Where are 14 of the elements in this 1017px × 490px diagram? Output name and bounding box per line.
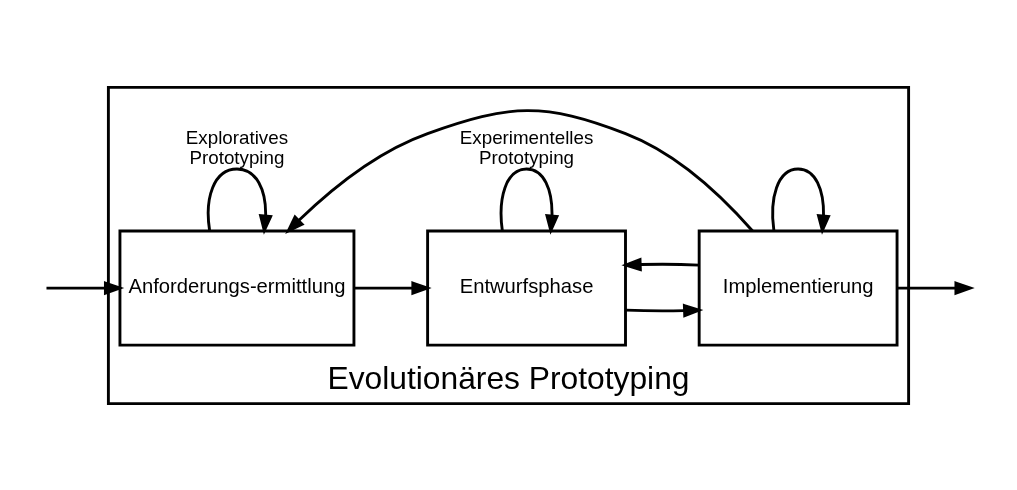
edge-label: Experimentelles Prototyping xyxy=(459,126,594,168)
arrow xyxy=(625,303,704,318)
arrow xyxy=(46,280,125,295)
arrow xyxy=(285,108,754,234)
arrow xyxy=(897,280,975,295)
node-box: Entwurfsphase xyxy=(426,229,627,347)
arrow xyxy=(621,256,700,272)
arrow xyxy=(771,167,831,235)
arrow xyxy=(499,167,560,235)
node-box: Implementierung xyxy=(697,229,899,347)
arrow xyxy=(206,167,273,235)
arrow xyxy=(354,280,432,295)
edge-label: Exploratives Prototyping xyxy=(185,126,289,168)
node-box: Anforderungs-ermittlung xyxy=(118,229,356,347)
